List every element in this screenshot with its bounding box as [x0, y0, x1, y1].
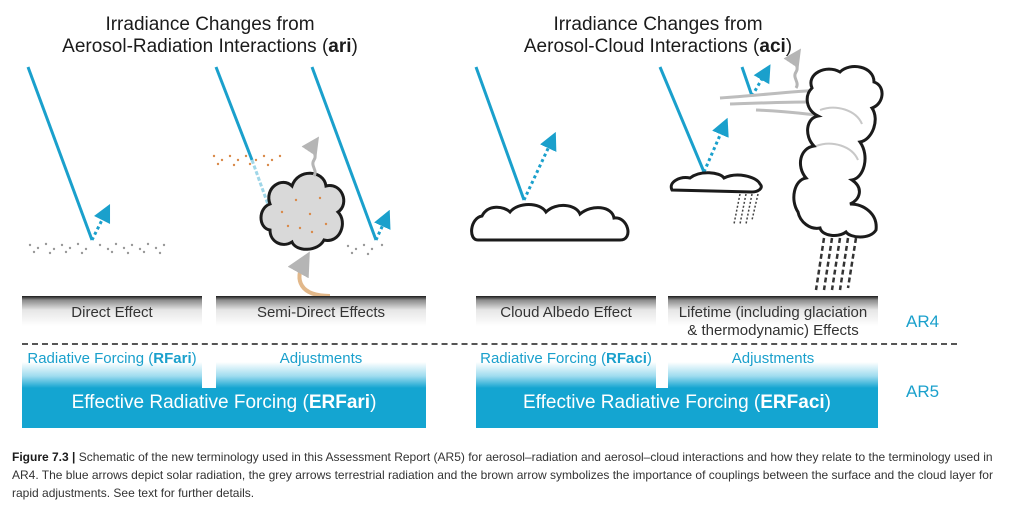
- title-ari-close: ): [351, 36, 358, 57]
- label-rfari-abbrev: RFari: [153, 350, 192, 367]
- figure-caption: Figure 7.3 | Schematic of the new termin…: [12, 448, 1012, 502]
- label-rfaci-close: ): [646, 350, 652, 367]
- box-cloud-albedo: [476, 296, 656, 346]
- box-semi-direct: [216, 296, 426, 346]
- illustration-panel: [26, 48, 884, 298]
- coupling-arrow-icon: [287, 251, 331, 298]
- label-semi-direct: Semi-Direct Effects: [256, 304, 386, 321]
- label-rfari-text: Radiative Forcing (: [27, 350, 154, 367]
- erfari-abbrev: ERFari: [308, 392, 371, 413]
- title-aci-line1: Irradiance Changes from: [553, 14, 763, 35]
- box-rfari: [22, 348, 202, 388]
- label-rfaci-abbrev: RFaci: [606, 350, 647, 367]
- ar4-tag: AR4: [906, 312, 940, 331]
- title-ari: Irradiance Changes from Aerosol-Radiatio…: [40, 14, 380, 58]
- solar-ray-icon: [474, 66, 526, 201]
- label-cloud-albedo: Cloud Albedo Effect: [500, 304, 632, 321]
- title-aci-line2: Aerosol-Cloud Interactions (aci): [488, 36, 828, 58]
- erfari-text: Effective Radiative Forcing (: [71, 392, 309, 413]
- label-rfari-close: ): [191, 350, 197, 367]
- precipitation-icon: [733, 193, 759, 225]
- cloud-icon: [470, 203, 630, 242]
- cloud-icon: [792, 65, 884, 239]
- solar-ray-faded-icon: [250, 159, 272, 211]
- cloud-icon: [259, 171, 346, 251]
- cloud-icon: [669, 171, 763, 194]
- reflected-ray-icon: [90, 203, 111, 241]
- erfari-bar: Effective Radiative Forcing (ERFari): [22, 388, 426, 428]
- title-aci-abbrev: aci: [759, 36, 786, 57]
- reflected-ray-icon: [702, 117, 729, 173]
- label-direct-effect: Direct Effect: [71, 304, 153, 321]
- terrestrial-arrow-icon: [783, 48, 801, 89]
- label-adjustments-ari: Adjustments: [279, 350, 363, 367]
- caption-text: Schematic of the new terminology used in…: [12, 450, 993, 500]
- ar4-ar5-divider: [22, 343, 957, 345]
- solar-ray-icon: [26, 66, 94, 241]
- title-aci-close: ): [785, 36, 793, 57]
- cloud-fill-icon: [815, 106, 863, 161]
- precipitation-icon: [814, 237, 858, 291]
- box-adjustments-aci: [668, 348, 878, 388]
- erfaci-close: ): [824, 392, 831, 413]
- label-lifetime-line2: & thermodynamic) Effects: [687, 322, 859, 339]
- solar-ray-icon: [214, 66, 254, 161]
- aerosol-layer-icon: [212, 154, 282, 167]
- solar-ray-icon: [740, 66, 754, 97]
- aerosol-layer-icon: [346, 243, 384, 256]
- erfaci-abbrev: ERFaci: [760, 392, 825, 413]
- box-adjustments-ari: [216, 348, 426, 388]
- label-lifetime: Lifetime (including glaciation & thermod…: [668, 304, 878, 340]
- title-ari-abbrev: ari: [328, 36, 352, 57]
- box-lifetime: [668, 296, 878, 346]
- aerosol-layer-icon: [28, 242, 166, 255]
- box-direct-effect: [22, 296, 202, 346]
- reflected-ray-icon: [750, 64, 771, 97]
- reflected-ray-icon: [522, 131, 557, 201]
- terrestrial-arrow-icon: [301, 136, 319, 177]
- title-ari-line2: Aerosol-Radiation Interactions (ari): [40, 36, 380, 58]
- reflected-ray-icon: [374, 209, 391, 241]
- title-aci-text: Aerosol-Cloud Interactions (: [523, 36, 760, 57]
- label-adjustments-aci: Adjustments: [731, 350, 815, 367]
- ar5-tag: AR5: [906, 382, 940, 401]
- label-rfaci: Radiative Forcing (RFaci): [476, 350, 656, 367]
- title-ari-text: Aerosol-Radiation Interactions (: [62, 36, 329, 57]
- label-rfari: Radiative Forcing (RFari): [22, 350, 202, 367]
- erfaci-bar: Effective Radiative Forcing (ERFaci): [476, 388, 878, 428]
- label-lifetime-line1: Lifetime (including glaciation: [678, 304, 868, 321]
- title-ari-line1: Irradiance Changes from: [105, 14, 315, 35]
- label-rfaci-text: Radiative Forcing (: [480, 350, 607, 367]
- erfaci-text: Effective Radiative Forcing (: [523, 392, 761, 413]
- box-rfaci: [476, 348, 656, 388]
- figure-label: Figure 7.3 |: [12, 450, 76, 464]
- solar-ray-icon: [310, 66, 378, 241]
- title-aci: Irradiance Changes from Aerosol-Cloud In…: [488, 14, 828, 58]
- solar-ray-icon: [658, 66, 706, 173]
- aerosol-in-cloud-icon: [280, 196, 328, 234]
- erfari-close: ): [370, 392, 377, 413]
